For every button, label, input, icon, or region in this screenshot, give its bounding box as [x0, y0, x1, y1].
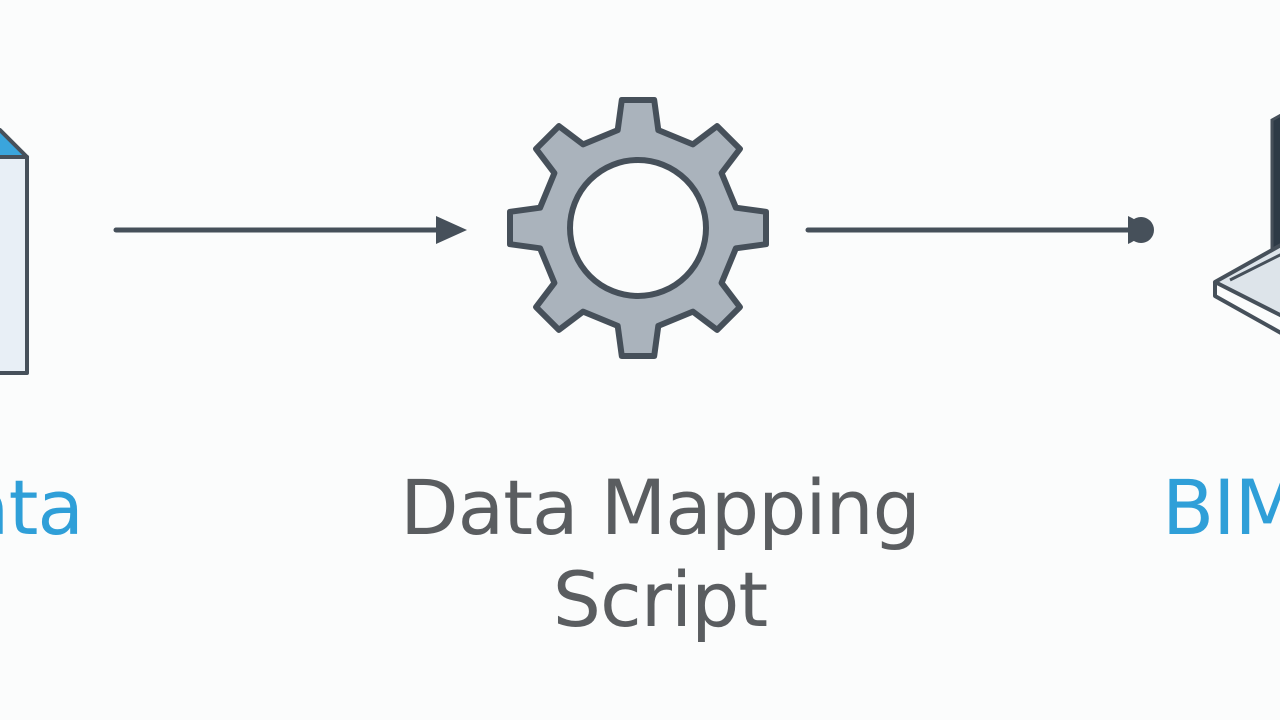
- process-node-label: Data Mapping Script: [360, 462, 960, 646]
- gear-icon: [507, 97, 769, 359]
- source-node-label: ata: [0, 463, 84, 552]
- process-label-line-1: Data Mapping: [400, 463, 921, 552]
- process-label-line-2: Script: [552, 555, 768, 644]
- arrow-source-to-process: [113, 216, 467, 244]
- target-node-label: BIM: [1162, 463, 1280, 552]
- document-icon: [0, 128, 29, 375]
- arrow-process-to-target: [805, 216, 1154, 244]
- building-icon: [1213, 113, 1280, 335]
